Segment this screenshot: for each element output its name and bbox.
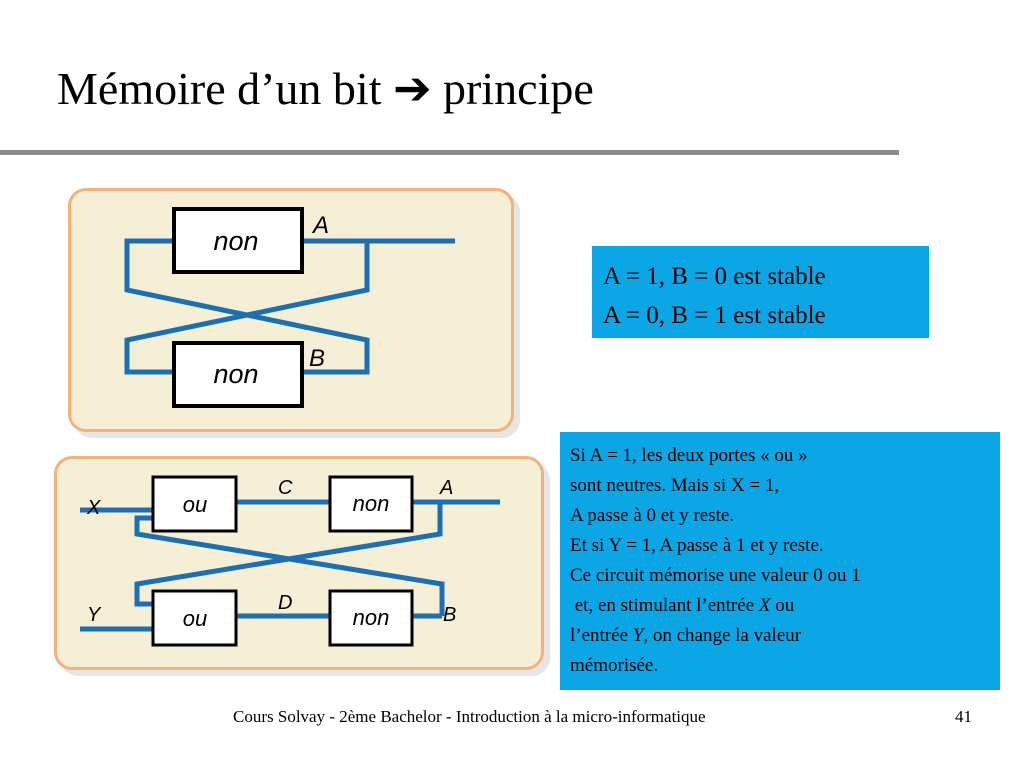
title-divider bbox=[0, 150, 899, 155]
explain-var-x: X bbox=[758, 595, 771, 616]
explain-line-7: l’entrée Y, on change la valeur bbox=[570, 621, 1000, 651]
or-gate1-label: ou bbox=[183, 492, 207, 517]
not-gate-1 bbox=[328, 475, 414, 533]
top-feedback-b-to-a bbox=[124, 238, 370, 375]
or-gate2-label: ou bbox=[183, 606, 207, 631]
slide-number: 41 bbox=[955, 707, 972, 726]
explain-line-6-pre: et, en stimulant l’entrée bbox=[570, 595, 759, 616]
or-gate-1 bbox=[151, 475, 238, 533]
stable-line-1: A = 1, B = 0 est stable bbox=[603, 263, 826, 290]
slide-title: Mémoire d’un bit ➔ principe bbox=[57, 66, 594, 112]
output-a-label: A bbox=[439, 477, 453, 499]
top-output-a-label: A bbox=[311, 212, 329, 239]
input-x-label: X bbox=[86, 497, 101, 519]
explain-line-6: et, en stimulant l’entrée X ou bbox=[570, 591, 1000, 621]
not-gate1-label: non bbox=[353, 491, 390, 516]
top-gate2-label: non bbox=[213, 359, 258, 389]
or-gate-2 bbox=[151, 589, 238, 647]
top-output-b-label: B bbox=[309, 345, 325, 372]
wire-c-label: C bbox=[278, 477, 293, 499]
not-gate2-label: non bbox=[353, 605, 390, 630]
top-not-gate-1 bbox=[172, 207, 304, 274]
stability-note: A = 1, B = 0 est stable A = 0, B = 1 est… bbox=[592, 246, 929, 338]
top-not-gate-2 bbox=[172, 341, 304, 408]
right-arrow-icon: ➔ bbox=[393, 63, 432, 114]
top-feedback-a-to-b bbox=[124, 241, 370, 375]
stable-line-2: A = 0, B = 1 est stable bbox=[603, 302, 826, 329]
input-y-label: Y bbox=[87, 604, 102, 626]
wire-d-label: D bbox=[278, 592, 292, 614]
explain-line-2: sont neutres. Mais si X = 1, bbox=[570, 475, 780, 496]
not-gate-2 bbox=[328, 589, 414, 647]
explain-line-7-pre: l’entrée bbox=[570, 625, 633, 646]
explain-line-8: mémorisée. bbox=[570, 655, 659, 676]
output-b-label: B bbox=[443, 604, 456, 626]
explain-line-7-post: , on change la valeur bbox=[643, 625, 802, 646]
footer-course: Cours Solvay - 2ème Bachelor - Introduct… bbox=[233, 707, 706, 726]
title-text: Mémoire d’un bit bbox=[57, 63, 382, 114]
explain-line-6-post: ou bbox=[770, 595, 795, 616]
explain-line-1: Si A = 1, les deux portes « ou » bbox=[570, 445, 808, 466]
top-gate1-label: non bbox=[213, 226, 258, 256]
explain-var-y: Y bbox=[632, 625, 644, 646]
explain-line-5: Ce circuit mémorise une valeur 0 ou 1 bbox=[570, 565, 861, 586]
title-suffix: principe bbox=[443, 63, 594, 114]
explain-line-3: A passe à 0 et y reste. bbox=[570, 505, 735, 526]
explain-line-4: Et si Y = 1, A passe à 1 et y reste. bbox=[570, 535, 824, 556]
explanation-note: Si A = 1, les deux portes « ou » sont ne… bbox=[560, 432, 1000, 690]
bottom-feedback-a-to-or2 bbox=[134, 502, 443, 607]
bottom-feedback-b-to-or1 bbox=[134, 515, 445, 616]
